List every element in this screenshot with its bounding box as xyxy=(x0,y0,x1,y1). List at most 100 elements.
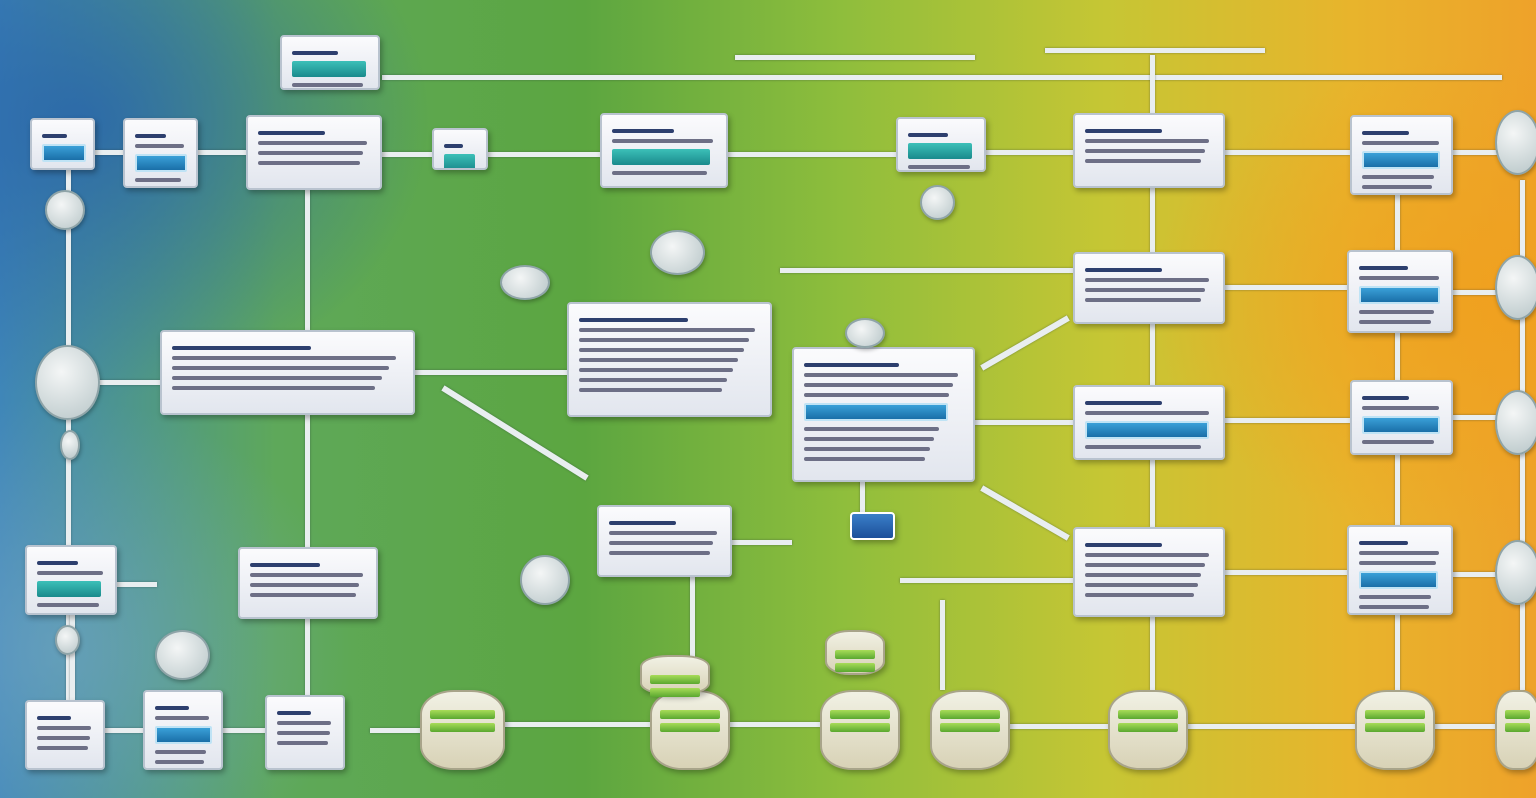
connector-line xyxy=(105,728,145,733)
document-node xyxy=(238,547,378,619)
circle-node-icon xyxy=(1495,255,1536,320)
data-bar xyxy=(1118,710,1178,719)
text-line xyxy=(1085,573,1202,577)
data-bar xyxy=(430,710,495,719)
text-line xyxy=(1085,421,1210,439)
circle-node-icon xyxy=(35,345,100,420)
text-line xyxy=(1085,401,1162,405)
connector-line xyxy=(986,150,1073,155)
data-bar xyxy=(650,675,700,684)
text-line xyxy=(258,161,360,165)
circle-node-icon xyxy=(845,318,885,348)
document-node xyxy=(1073,252,1225,324)
document-node xyxy=(896,117,986,172)
text-line xyxy=(1085,159,1202,163)
document-node xyxy=(567,302,772,417)
circle-node-icon xyxy=(520,555,570,605)
connector-line xyxy=(1453,415,1498,420)
connector-line xyxy=(488,152,600,157)
connector-line xyxy=(198,150,246,155)
text-line xyxy=(155,750,206,754)
data-bar xyxy=(835,663,875,672)
text-line xyxy=(42,144,86,162)
text-line xyxy=(1359,266,1409,270)
text-line xyxy=(1085,149,1206,153)
text-line xyxy=(1085,139,1210,143)
connector-line xyxy=(1188,724,1355,729)
connector-line xyxy=(382,152,432,157)
text-line xyxy=(908,143,973,159)
text-line xyxy=(1085,543,1162,547)
document-node xyxy=(265,695,345,770)
document-node xyxy=(792,347,975,482)
text-line xyxy=(612,139,713,143)
data-bar xyxy=(835,650,875,659)
document-node xyxy=(1073,385,1225,460)
document-node xyxy=(25,700,105,770)
text-line xyxy=(444,154,476,168)
document-node xyxy=(123,118,198,188)
connector-line xyxy=(505,722,650,727)
text-line xyxy=(1085,298,1202,302)
database-node-icon xyxy=(825,630,885,675)
text-line xyxy=(1359,605,1429,609)
connector-line xyxy=(1453,290,1498,295)
connector-line xyxy=(1045,48,1265,53)
connector-line xyxy=(980,315,1070,371)
database-node-icon xyxy=(1355,690,1435,770)
connector-line xyxy=(1453,150,1498,155)
document-node xyxy=(1350,115,1453,195)
text-line xyxy=(1085,288,1206,292)
text-line xyxy=(37,746,88,750)
text-line xyxy=(172,386,376,390)
connector-line xyxy=(1150,188,1155,252)
circle-node-icon xyxy=(1495,390,1536,455)
text-line xyxy=(1359,286,1441,304)
data-bar xyxy=(660,710,720,719)
text-line xyxy=(37,736,90,740)
text-line xyxy=(804,363,900,367)
text-line xyxy=(1362,416,1441,434)
database-node-icon xyxy=(820,690,900,770)
document-node xyxy=(246,115,382,190)
text-line xyxy=(908,133,948,137)
text-line xyxy=(579,388,722,392)
text-line xyxy=(1362,175,1434,179)
text-line xyxy=(1359,561,1437,565)
text-line xyxy=(1085,553,1210,557)
connector-line xyxy=(980,485,1070,541)
text-line xyxy=(292,83,364,87)
circle-node-icon xyxy=(155,630,210,680)
data-bar xyxy=(660,723,720,732)
connector-line xyxy=(117,582,157,587)
connector-line xyxy=(1435,724,1495,729)
text-line xyxy=(1085,278,1210,282)
document-node xyxy=(30,118,95,170)
connector-line xyxy=(1150,55,1155,113)
connector-line xyxy=(1395,333,1400,380)
connector-line xyxy=(70,615,75,700)
text-line xyxy=(612,129,675,133)
text-line xyxy=(804,373,959,377)
database-node-icon xyxy=(930,690,1010,770)
circle-node-icon xyxy=(1495,110,1536,175)
text-line xyxy=(292,61,366,77)
data-bar xyxy=(430,723,495,732)
document-node xyxy=(1350,380,1453,455)
connector-line xyxy=(1395,455,1400,525)
document-node xyxy=(25,545,117,615)
connector-line xyxy=(1225,570,1347,575)
database-node-icon xyxy=(1108,690,1188,770)
connector-line xyxy=(1395,615,1400,690)
text-line xyxy=(277,741,328,745)
connector-line xyxy=(1150,617,1155,690)
text-line xyxy=(258,151,364,155)
connector-line xyxy=(1453,572,1498,577)
text-line xyxy=(908,165,971,169)
connector-line xyxy=(780,268,1073,273)
text-line xyxy=(135,144,185,148)
text-line xyxy=(444,144,464,148)
data-bar xyxy=(940,723,1000,732)
connector-line xyxy=(690,577,695,690)
text-line xyxy=(579,368,733,372)
